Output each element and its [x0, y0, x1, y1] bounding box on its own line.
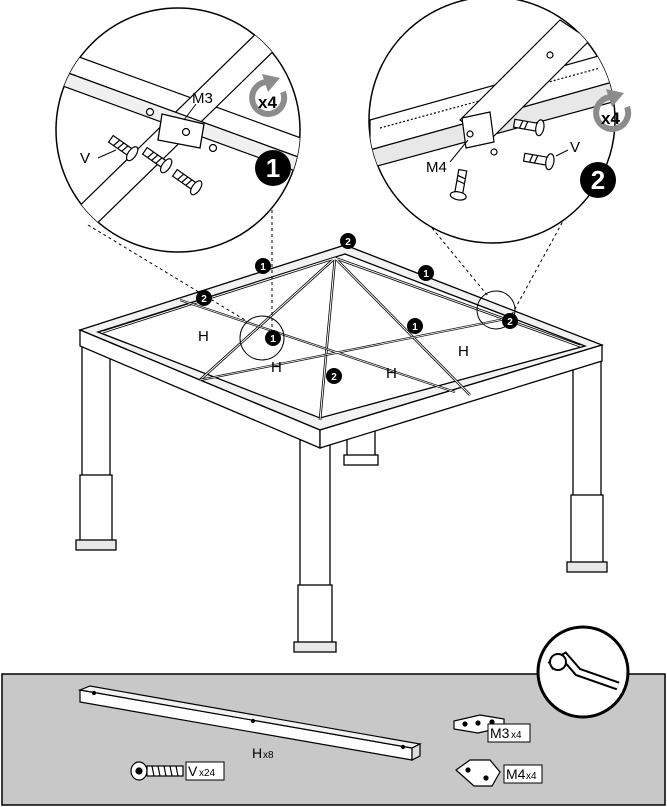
part-label-v: V	[188, 763, 198, 779]
svg-text:1: 1	[260, 262, 266, 273]
beam-label-right: H	[458, 343, 469, 360]
repeat-count: x4	[601, 109, 620, 128]
step-marker-2: 2	[326, 368, 342, 384]
step-marker-1: 1	[407, 318, 423, 334]
gazebo-beam-labels: H H H H	[198, 328, 469, 382]
beam-label-center: H	[271, 359, 282, 376]
zoom-marker-1	[239, 315, 285, 361]
detail-callout-2: M4 V x4 2	[368, 0, 632, 244]
bracket-label-m3: M3	[192, 90, 213, 107]
part-label-m3: M3	[490, 725, 510, 741]
part-qty-m4: x4	[526, 771, 537, 782]
gazebo-step-markers: 1 1 1 1 2 2 2 2	[196, 233, 518, 384]
screw-v	[107, 134, 203, 196]
bracket-m4	[461, 111, 495, 149]
screw-label-v: V	[570, 139, 580, 156]
part-qty-m3: x4	[511, 730, 522, 741]
svg-text:2: 2	[345, 237, 351, 248]
svg-text:1: 1	[266, 153, 280, 183]
svg-text:1: 1	[412, 322, 418, 333]
part-qty-v: x24	[199, 768, 216, 779]
leader-lines	[87, 210, 569, 338]
svg-text:2: 2	[591, 165, 605, 195]
beam-label-left: H	[198, 328, 209, 345]
step-marker-1: 1	[255, 258, 271, 274]
rotate-arrow-icon	[249, 74, 288, 117]
part-screw-v	[130, 761, 184, 781]
svg-text:1: 1	[423, 269, 429, 280]
parts-panel: H x8 V x24 M3 x4	[1, 625, 666, 806]
step-marker-2: 2	[196, 290, 212, 306]
part-label-m4: M4	[506, 766, 526, 782]
part-beam-h	[77, 685, 422, 761]
rotate-arrow-icon	[593, 89, 632, 132]
svg-text:2: 2	[201, 294, 207, 305]
bracket-m3	[157, 113, 205, 149]
detail-callout-1: M3 V x4 1	[55, 7, 301, 253]
step-badge-1: 1	[255, 150, 291, 186]
svg-text:2: 2	[331, 372, 337, 383]
step-marker-1: 1	[418, 265, 434, 281]
roof-frame-inner	[96, 253, 588, 419]
part-label-h: H	[252, 745, 262, 761]
fascia-right	[319, 344, 603, 449]
post-right	[566, 349, 608, 573]
svg-text:1: 1	[270, 334, 276, 345]
part-bracket-m4	[455, 759, 501, 787]
bracket-label-m4: M4	[426, 159, 447, 176]
zoom-marker-2	[476, 290, 516, 330]
screw-label-v: V	[80, 150, 90, 167]
screw-v	[449, 118, 555, 201]
step-marker-1: 1	[265, 330, 281, 346]
post-left	[75, 344, 117, 551]
step-badge-2: 2	[580, 162, 616, 198]
repeat-count: x4	[258, 93, 277, 112]
step-marker-2: 2	[340, 233, 356, 249]
step-marker-2: 2	[502, 313, 518, 329]
beam-label-front: H	[386, 365, 397, 382]
post-front	[293, 439, 337, 653]
part-qty-h: x8	[263, 750, 274, 761]
beam-end-detail	[536, 625, 630, 719]
svg-text:2: 2	[507, 317, 513, 328]
gazebo-frame	[75, 244, 608, 653]
